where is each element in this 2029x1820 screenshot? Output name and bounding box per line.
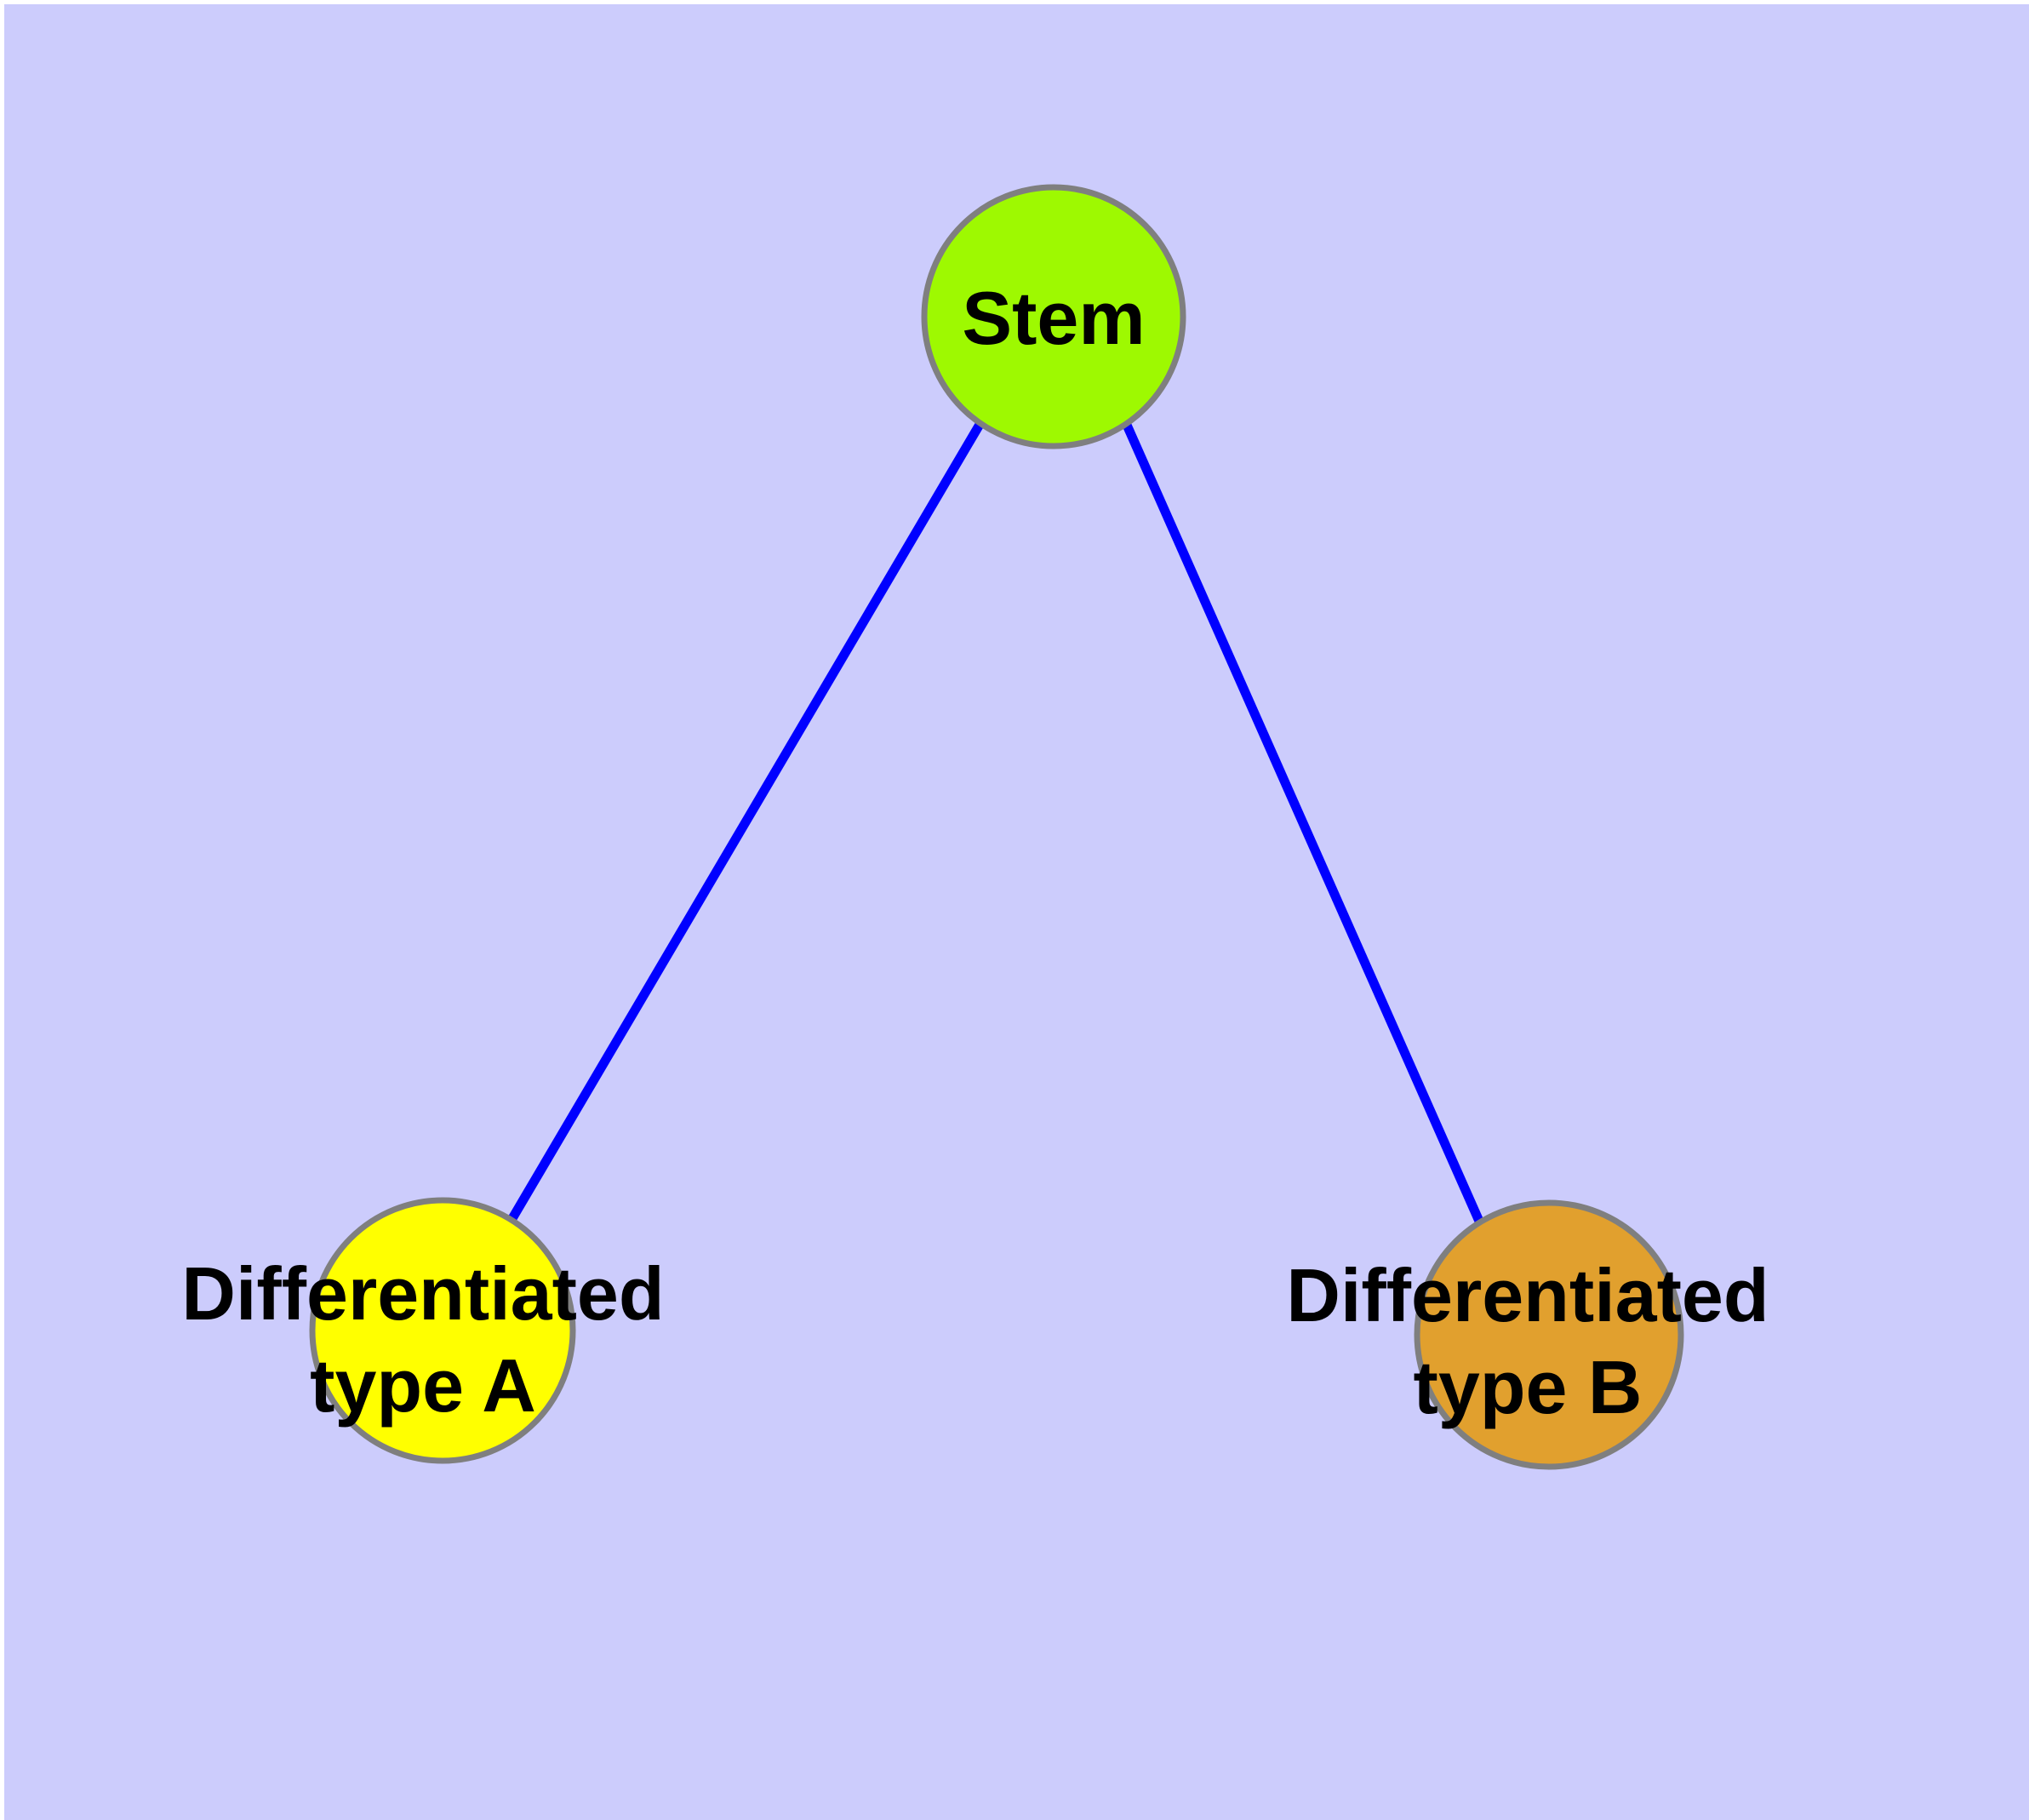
node-label-line: type A [310,1343,536,1428]
node-label-line: type B [1414,1345,1643,1429]
graph-node-diff_b[interactable] [1414,1199,1684,1470]
node-label-stem: Stem [962,276,1145,360]
node-label-line: Stem [962,276,1145,360]
graph-edge-stem-diff_a[interactable] [507,421,985,1222]
node-label-line: Differentiated [181,1251,664,1336]
graph-node-diff_a[interactable] [309,1197,576,1464]
graph-node-stem[interactable] [921,184,1186,449]
edges-layer [507,421,1486,1228]
node-label-line: Differentiated [1286,1253,1769,1337]
nodes-layer [309,184,1684,1470]
graph-edge-stem-diff_b[interactable] [1121,421,1486,1228]
